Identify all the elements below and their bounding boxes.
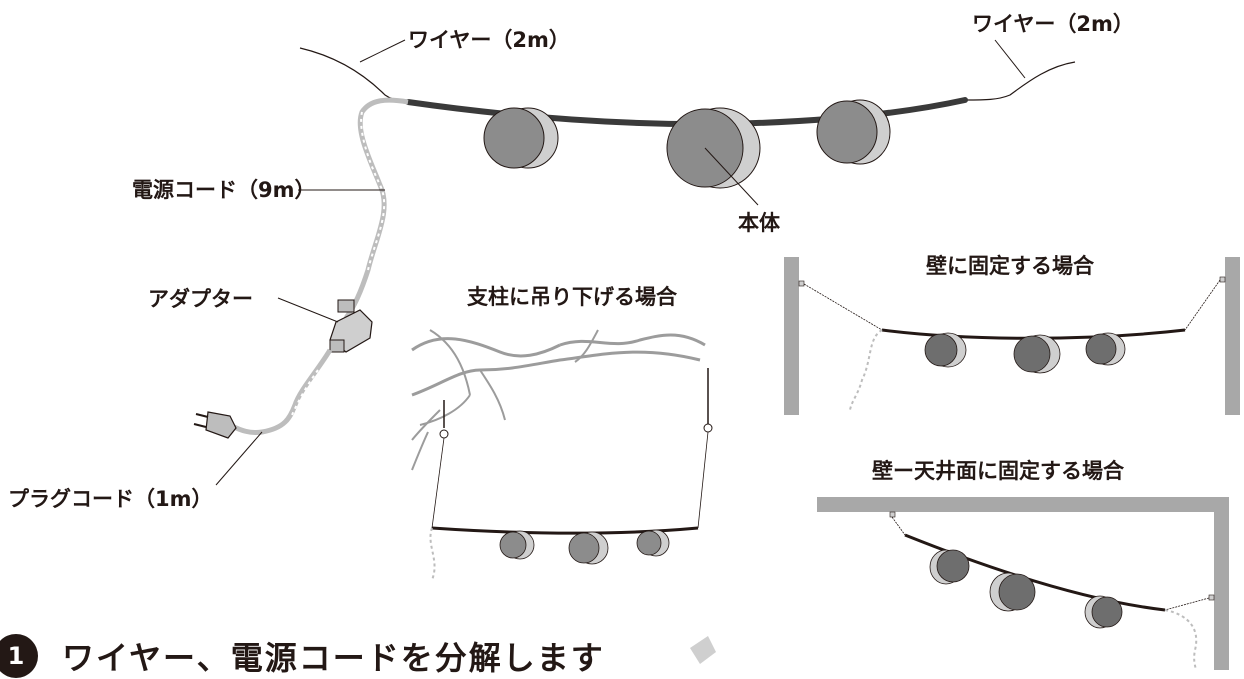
leader-wire-right [994, 39, 1026, 79]
title-wall-ceiling: 壁ー天井面に固定する場合 [872, 459, 1124, 483]
leader-wire-left [359, 39, 406, 63]
plug-shape [193, 411, 237, 439]
plug-cord-line [230, 348, 333, 435]
adapter-shape [329, 299, 373, 353]
wire-right [964, 61, 1076, 101]
label-plug-cord: プラグコード（1m） [8, 487, 213, 511]
step-number: 1 [0, 634, 38, 678]
label-adapter: アダプター [148, 287, 253, 311]
pole-scene [411, 329, 713, 581]
step-text: ワイヤー、電源コードを分解します [62, 639, 605, 677]
lamp-1 [483, 107, 559, 169]
leader-body [704, 147, 759, 206]
label-wire-right: ワイヤー（2m） [972, 12, 1134, 36]
title-pole: 支柱に吊り下げる場合 [467, 285, 677, 309]
wall-ceiling-scene [817, 497, 1229, 670]
power-cord-line [343, 97, 409, 320]
step-arrow [690, 636, 716, 664]
label-wire-left: ワイヤー（2m） [408, 28, 570, 52]
label-power-cord: 電源コード（9m） [132, 178, 316, 202]
lamp-3 [816, 99, 891, 165]
label-body: 本体 [738, 211, 780, 235]
wall-scene [784, 257, 1240, 415]
title-wall: 壁に固定する場合 [926, 254, 1094, 278]
step-heading: 1 ワイヤー、電源コードを分解します [0, 634, 605, 678]
lamp-2 [666, 107, 761, 189]
wire-left [299, 47, 409, 103]
leader-plug-cord [215, 431, 263, 486]
leader-adapter [277, 297, 339, 323]
